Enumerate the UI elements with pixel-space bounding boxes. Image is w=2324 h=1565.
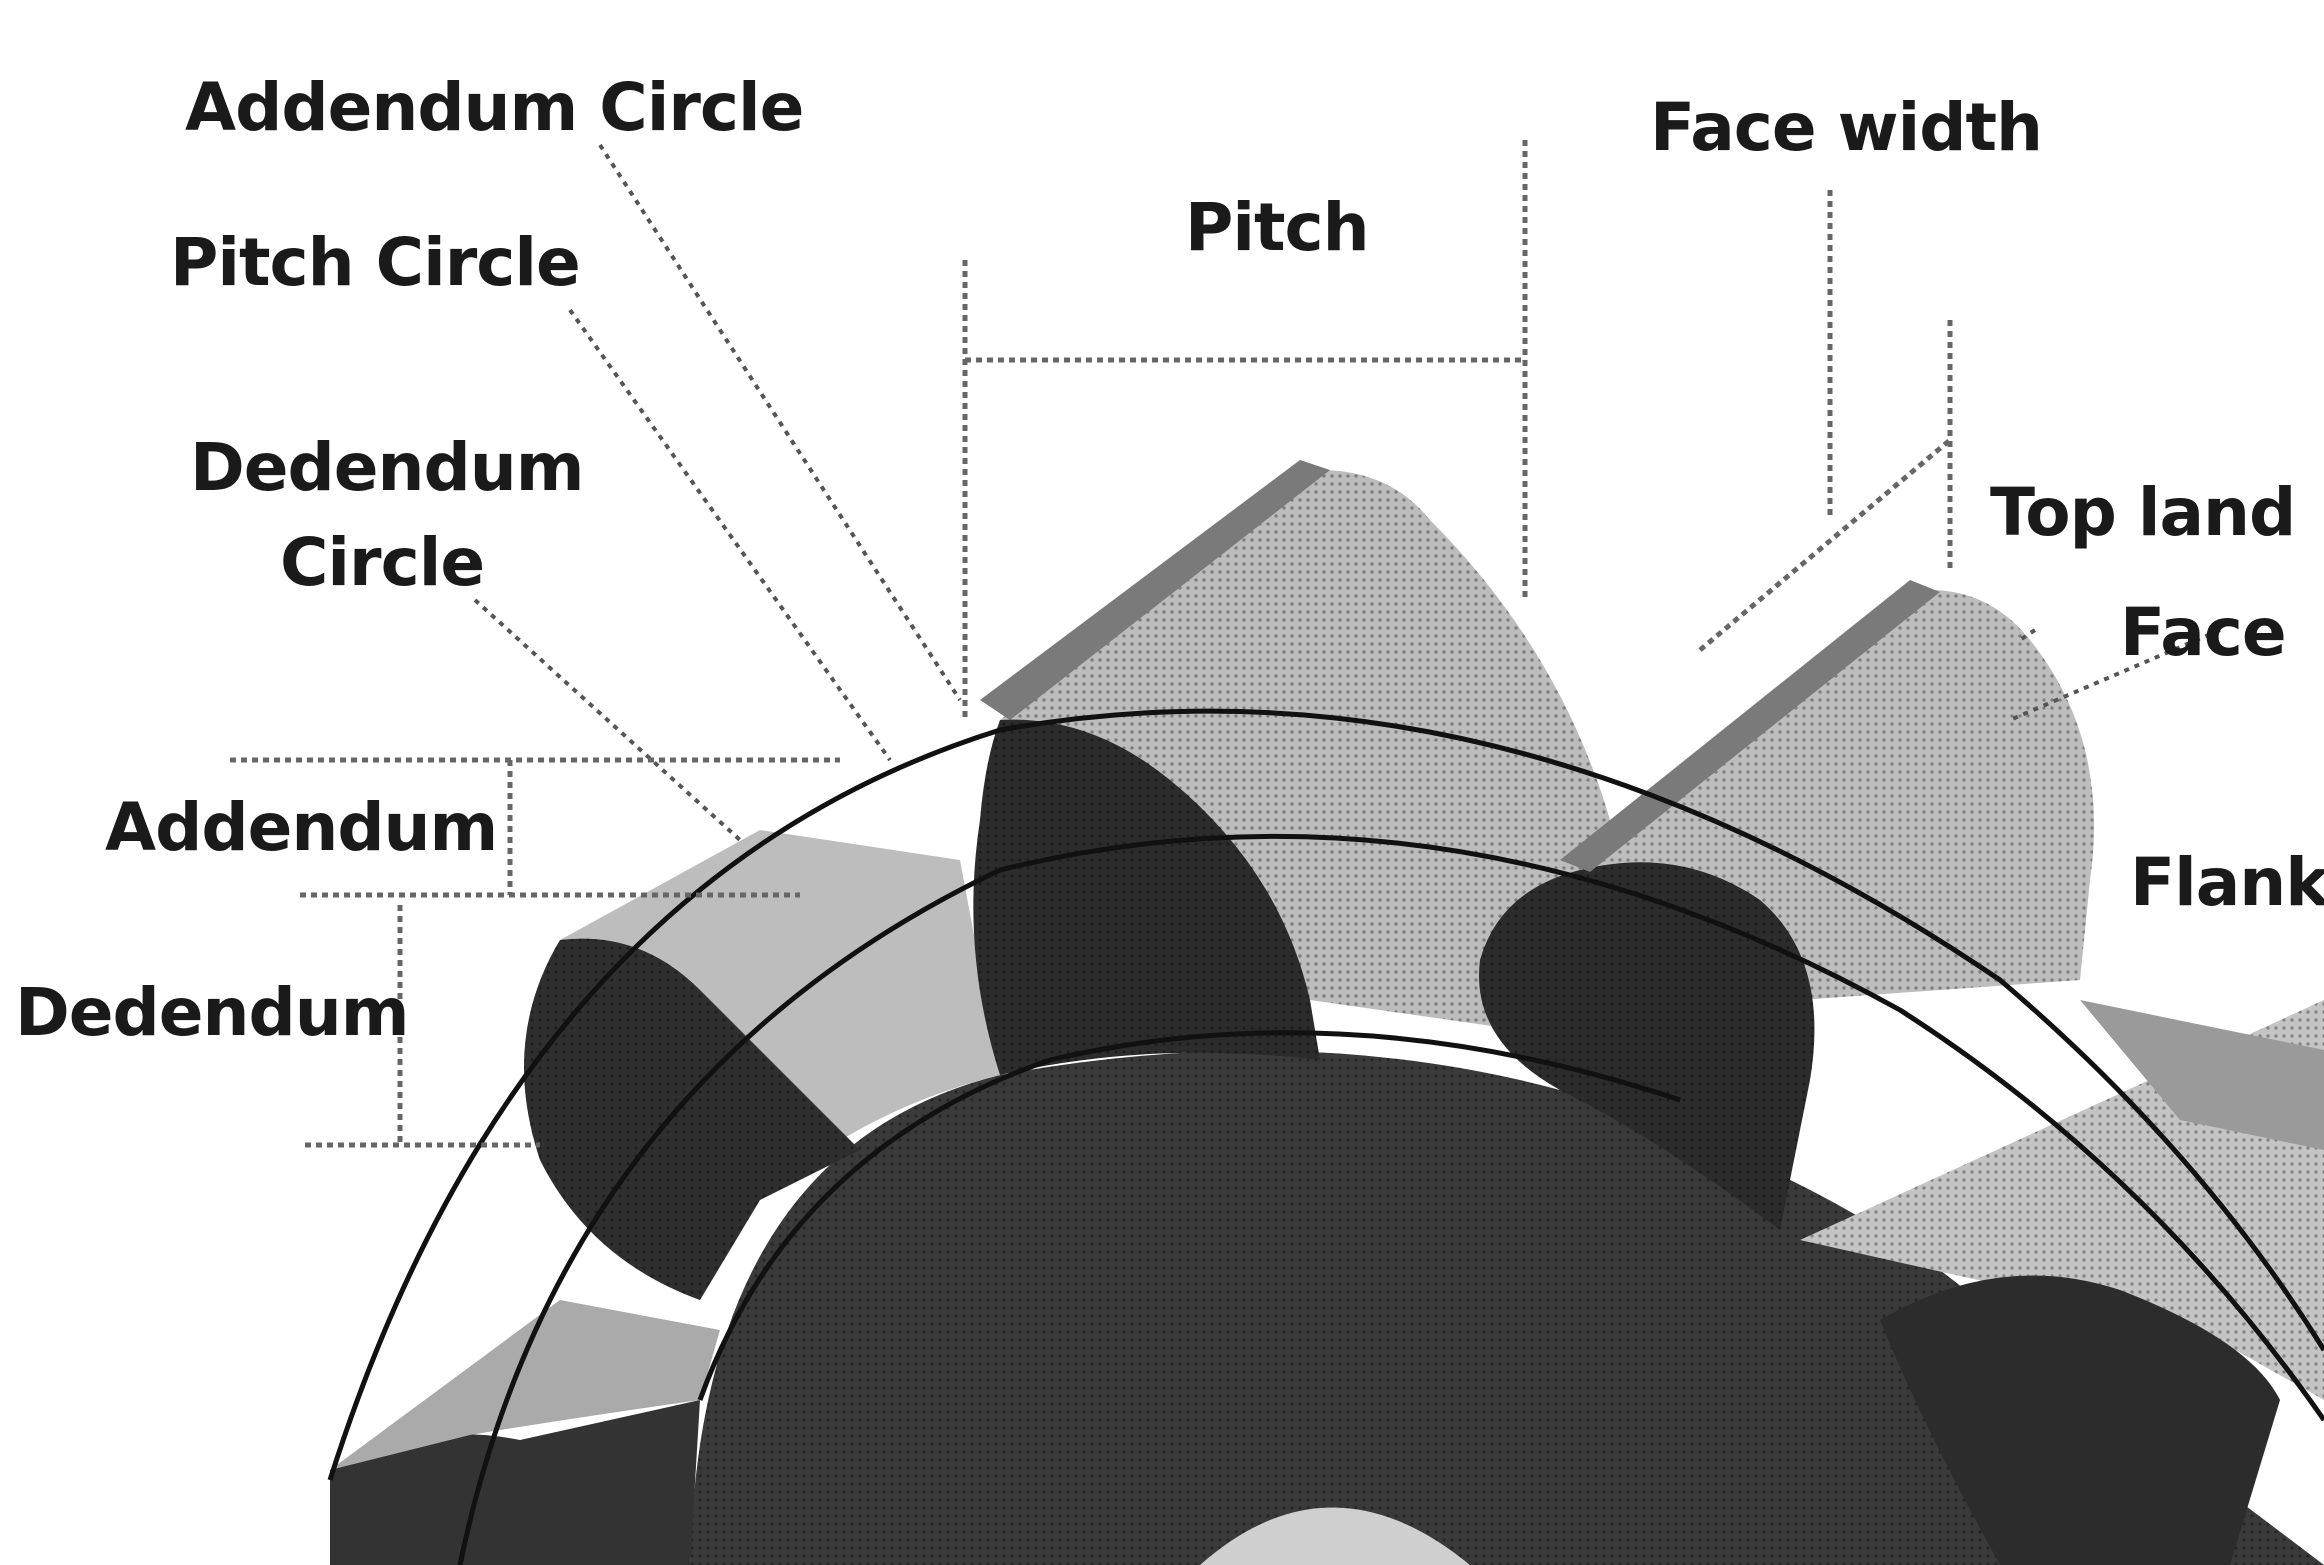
label-dedendum-circle-line2: Circle [280, 524, 484, 601]
label-pitch-circle: Pitch Circle [170, 224, 580, 301]
label-addendum-circle: Addendum Circle [185, 69, 803, 146]
pitch-circle-arc [457, 833, 2324, 1565]
dedendum-circle-arc [697, 1030, 1681, 1401]
tooth-right [1479, 580, 2094, 1230]
label-pitch: Pitch [1185, 189, 1369, 266]
tooth-center [973, 460, 1610, 1075]
label-face-width: Face width [1650, 89, 2042, 166]
label-flank: Flank [2130, 844, 2324, 921]
tooth-far-right [1800, 1000, 2324, 1565]
addendum-circle-arc [327, 708, 2324, 1481]
leader-lines [473, 143, 2221, 842]
label-dedendum: Dedendum [15, 974, 409, 1051]
tooth-left [524, 830, 1000, 1300]
label-dedendum-circle-line1: Dedendum [190, 429, 584, 506]
label-top-land: Top land [1990, 474, 2295, 551]
pitch-dimension [962, 140, 1528, 720]
label-face: Face [2120, 594, 2286, 671]
face-width-dimension [1698, 190, 1953, 652]
gear-body [690, 1050, 2324, 1565]
label-addendum: Addendum [105, 789, 497, 866]
lower-left-teeth [330, 1300, 720, 1565]
addendum-dedendum-dimension [230, 757, 840, 1148]
